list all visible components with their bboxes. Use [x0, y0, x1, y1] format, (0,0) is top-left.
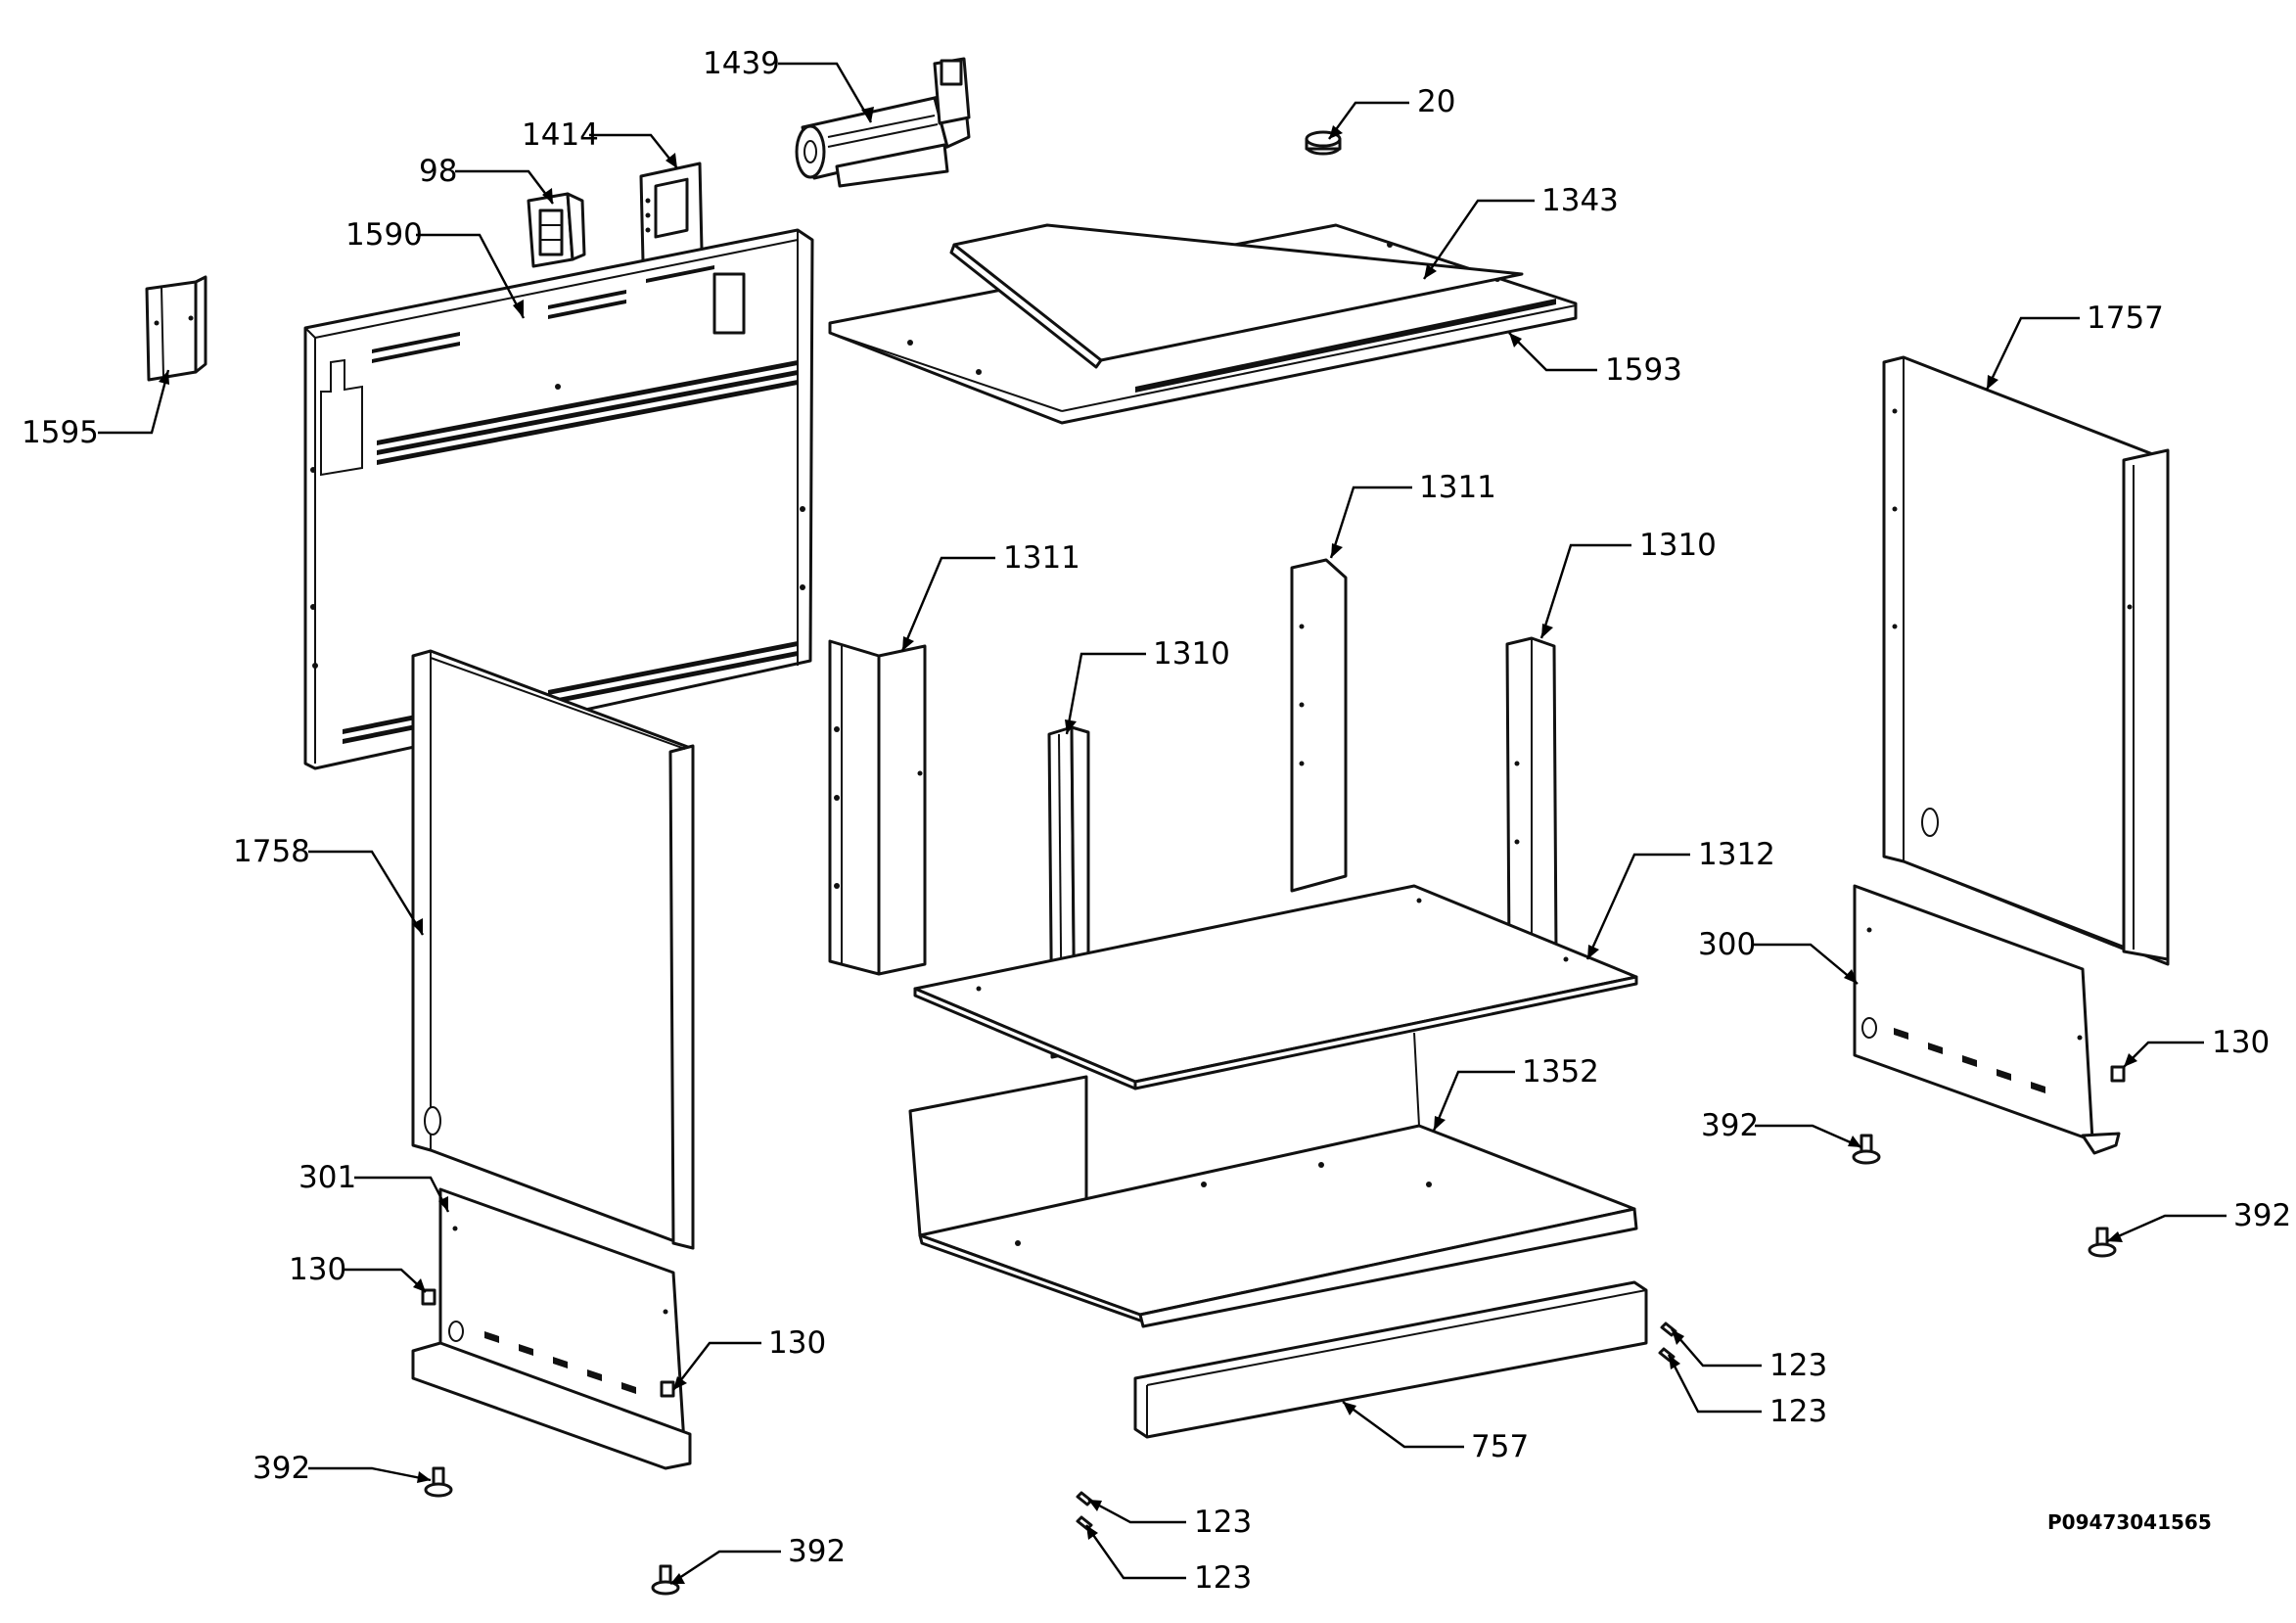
callout-1311-left: 1311 — [1003, 540, 1080, 576]
part-392-foot-left-lower — [651, 1564, 680, 1596]
callout-1310-right: 1310 — [1639, 528, 1717, 563]
part-300-right-bracket — [1853, 884, 2121, 1155]
callout-1310-left: 1310 — [1153, 636, 1230, 672]
callout-123-bottom-upper: 123 — [1194, 1505, 1252, 1540]
part-123-screws-bottom — [1076, 1491, 1093, 1531]
part-757-kick-strip — [1133, 1280, 1648, 1439]
part-392-foot-right-lower — [2088, 1227, 2117, 1258]
part-392-foot-left-upper — [424, 1466, 453, 1498]
part-1311-right-upright — [1290, 558, 1348, 893]
part-98-switch — [527, 192, 586, 268]
callout-130-mid: 130 — [768, 1325, 826, 1361]
callout-392-right-lower: 392 — [2233, 1198, 2291, 1233]
callout-1439: 1439 — [703, 46, 780, 81]
callout-1593: 1593 — [1605, 352, 1682, 388]
part-1310-right-upright — [1505, 636, 1558, 963]
callout-1343: 1343 — [1541, 183, 1619, 218]
part-130-screw-right — [2110, 1065, 2126, 1083]
callout-392-left-lower: 392 — [788, 1534, 846, 1569]
callout-392-left-upper: 392 — [253, 1451, 310, 1486]
callout-300: 300 — [1698, 927, 1756, 962]
callout-1312: 1312 — [1698, 837, 1775, 872]
callout-labels: 1439 20 1414 98 1590 1343 1593 1757 1595… — [22, 46, 2291, 1596]
part-123-screws-right — [1658, 1322, 1677, 1363]
part-1590-back-panel — [303, 228, 814, 770]
callout-130-right: 130 — [2212, 1025, 2270, 1060]
callout-1758: 1758 — [233, 834, 310, 869]
part-1312-base-plate — [913, 884, 1638, 1090]
callout-1595: 1595 — [22, 415, 99, 450]
part-1758-left-side-panel — [411, 649, 695, 1250]
callout-123-bottom-lower: 123 — [1194, 1560, 1252, 1596]
callout-1590: 1590 — [345, 217, 423, 253]
callout-123-right-upper: 123 — [1769, 1348, 1827, 1383]
callout-1414: 1414 — [522, 117, 599, 153]
callout-1352: 1352 — [1522, 1054, 1599, 1090]
callout-1311-right: 1311 — [1419, 470, 1496, 505]
callout-301: 301 — [298, 1160, 356, 1195]
part-1595-bracket — [145, 275, 207, 382]
part-1757-right-side-panel — [1882, 355, 2170, 966]
part-1311-left-upright — [828, 639, 927, 976]
part-20-knob — [1305, 130, 1342, 156]
part-1439-fan-motor — [795, 57, 971, 188]
callout-123-right-lower: 123 — [1769, 1394, 1827, 1429]
callout-757: 757 — [1471, 1429, 1529, 1464]
part-301-left-bracket — [411, 1187, 692, 1470]
part-1414-plate — [639, 162, 704, 263]
callout-20: 20 — [1417, 84, 1455, 119]
callout-392-right-upper: 392 — [1701, 1108, 1759, 1143]
part-130-screw-left — [421, 1288, 436, 1306]
callout-1757: 1757 — [2087, 301, 2164, 336]
part-1352-bottom-tray — [908, 1032, 1638, 1328]
part-1343-top-panel — [949, 223, 1524, 369]
callout-98: 98 — [419, 154, 457, 189]
part-130-screw-mid — [660, 1380, 675, 1398]
drawing-reference-code: P09473041565 — [2047, 1510, 2212, 1534]
callout-130-left: 130 — [289, 1252, 346, 1287]
part-392-foot-right-upper — [1852, 1134, 1881, 1165]
leader-lines — [98, 62, 2227, 1586]
